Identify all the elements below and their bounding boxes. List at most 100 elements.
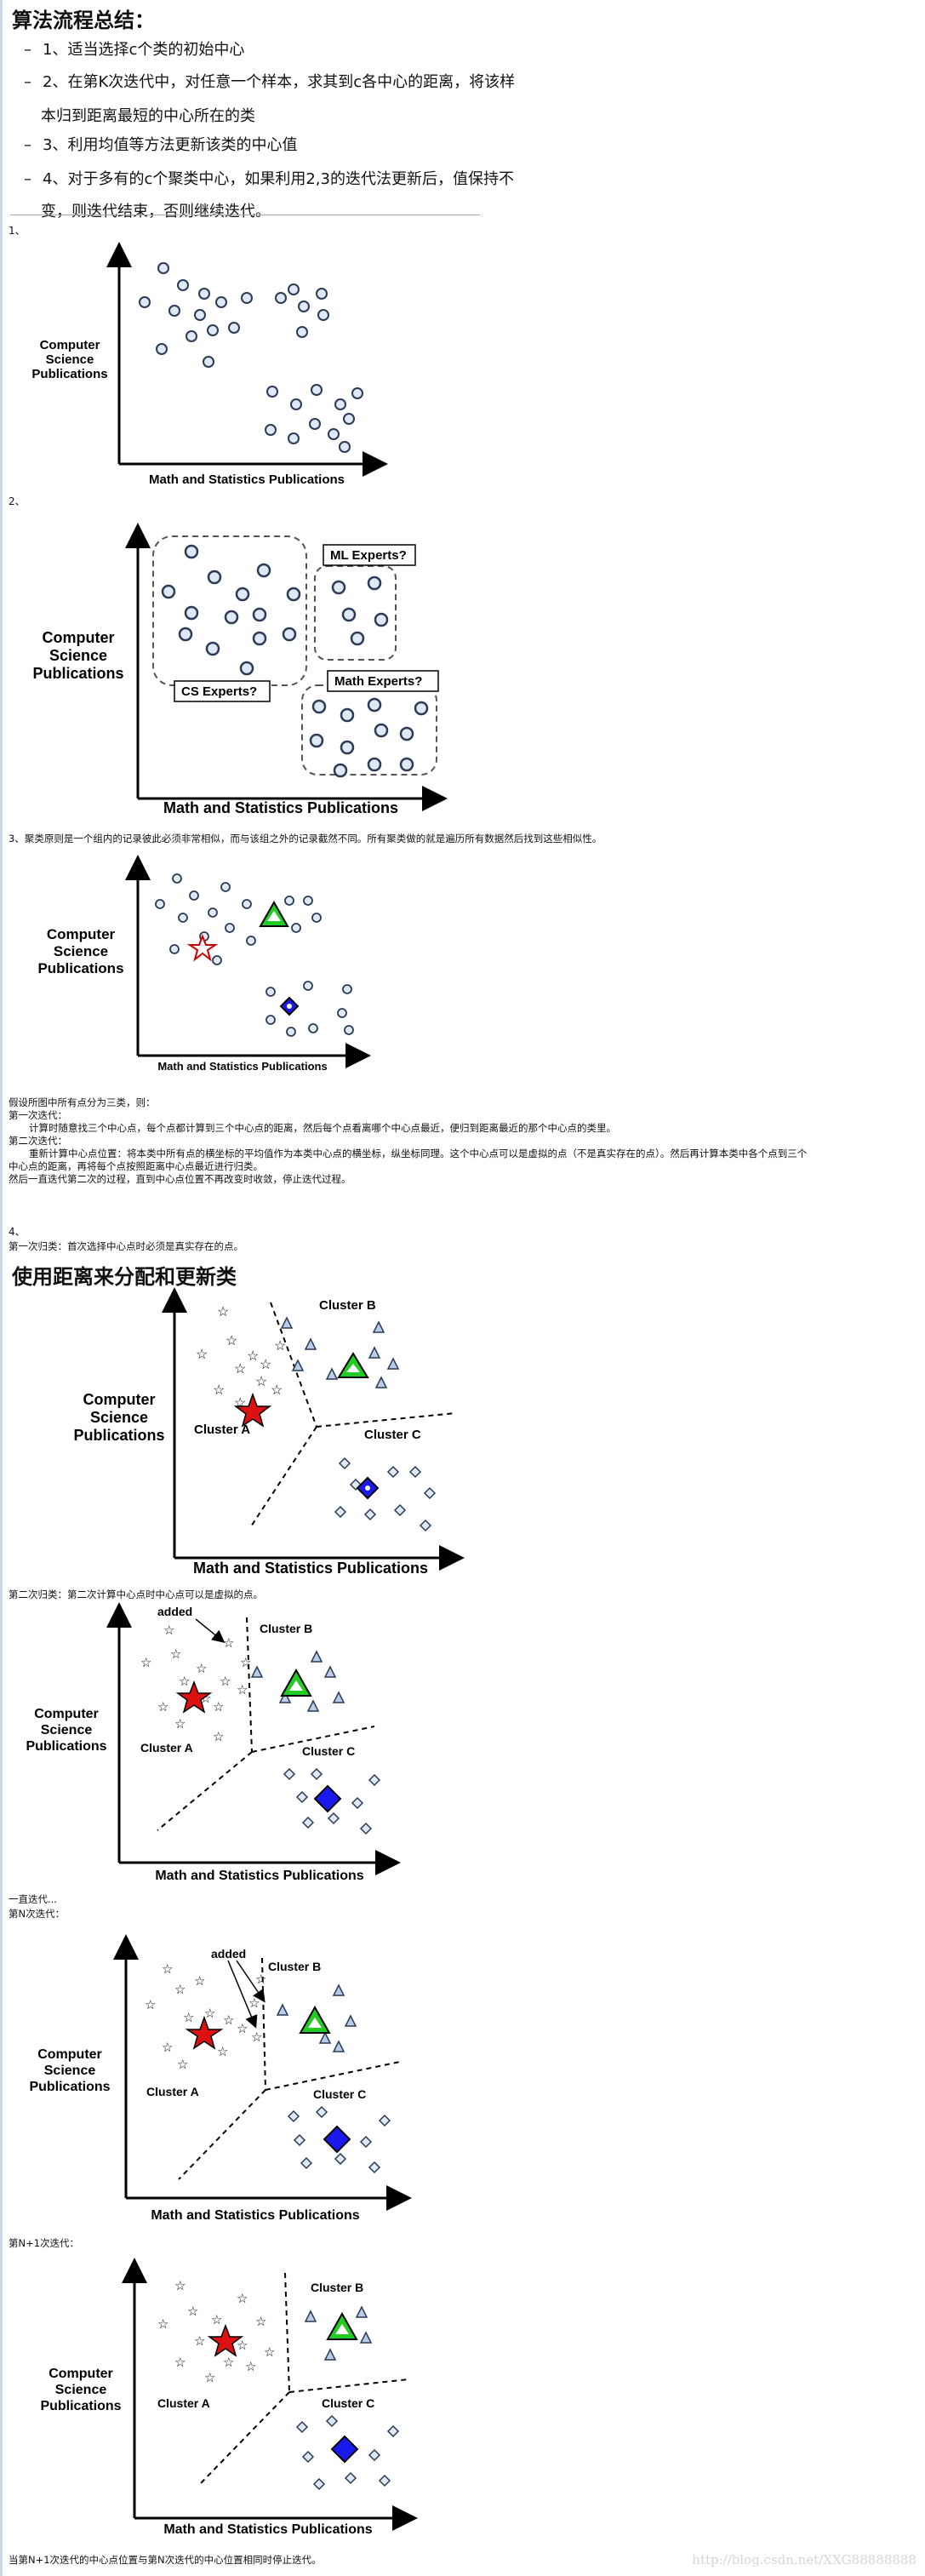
svg-text:Science: Science — [41, 1723, 93, 1737]
svg-text:Math and Statistics Publicatio: Math and Statistics Publications — [193, 1560, 428, 1577]
ml-label: ML Experts? — [330, 548, 407, 563]
svg-text:Cluster C: Cluster C — [364, 1428, 421, 1442]
svg-text:☆: ☆ — [217, 1305, 229, 1319]
step-4: –4、对于多有的c个聚类中心，如果利用2,3的迭代法更新后，值保持不 — [24, 170, 514, 188]
svg-text:☆: ☆ — [213, 1383, 225, 1398]
fig5-caption: 第二次归类：第二次计算中心点时中心点可以是虚拟的点。 — [9, 1589, 263, 1600]
svg-text:☆: ☆ — [174, 2356, 186, 2370]
fig1-number: 1、 — [9, 225, 26, 237]
svg-text:☆: ☆ — [177, 2058, 188, 2072]
svg-text:☆: ☆ — [247, 1349, 259, 1364]
svg-text:☆: ☆ — [162, 1962, 173, 1977]
svg-text:☆: ☆ — [220, 1674, 231, 1689]
summary-title: 算法流程总结： — [12, 9, 155, 32]
svg-text:☆: ☆ — [271, 1383, 283, 1398]
fig6-caption-1: 一直迭代... — [9, 1893, 57, 1905]
figure-3-scatter: Computer Science Publications Math and S… — [37, 855, 371, 1073]
svg-text:☆: ☆ — [140, 1656, 151, 1670]
svg-text:☆: ☆ — [187, 2304, 198, 2319]
ylabel-3: Publications — [32, 665, 123, 682]
svg-text:☆: ☆ — [145, 1998, 156, 2012]
svg-text:☆: ☆ — [179, 1674, 190, 1689]
ylabel-2: Science — [46, 352, 94, 367]
svg-text:☆: ☆ — [237, 2338, 248, 2353]
svg-text:Cluster C: Cluster C — [313, 2087, 366, 2101]
svg-text:☆: ☆ — [183, 2011, 194, 2025]
svg-text:☆: ☆ — [223, 1636, 234, 1651]
svg-text:☆: ☆ — [217, 2045, 228, 2059]
svg-text:Science: Science — [90, 1409, 148, 1426]
fig4-number: 4、 — [9, 1226, 26, 1238]
svg-text:Math and Statistics Publicatio: Math and Statistics Publications — [163, 2522, 372, 2537]
fig3-caption: 3、聚类原则是一个组内的记录彼此必须非常相似，而与该组之外的记录截然不同。所有聚… — [9, 833, 602, 844]
explanation-block: 假设所图中所有点分为三类，则： 第一次迭代： 计算时随意找三个中心点，每个点都计… — [9, 1096, 808, 1185]
svg-text:Cluster B: Cluster B — [268, 1960, 321, 1973]
final-caption: 当第N+1次迭代的中心点位置与第N次迭代的中心位置相同时停止迭代。 — [9, 2554, 322, 2566]
svg-text:☆: ☆ — [204, 2371, 215, 2385]
svg-text:☆: ☆ — [174, 2279, 186, 2293]
fig2-number: 2、 — [9, 495, 26, 507]
figure-5-clusters: Computer Science Publications Math and S… — [26, 1602, 401, 1883]
svg-text:☆: ☆ — [264, 2345, 275, 2360]
svg-text:☆: ☆ — [274, 1339, 286, 1354]
fig7-caption: 第N+1次迭代： — [9, 2237, 80, 2249]
svg-text:Cluster A: Cluster A — [146, 2085, 199, 2098]
svg-text:☆: ☆ — [162, 2041, 173, 2055]
svg-text:added: added — [157, 1605, 192, 1618]
ylabel-1: Computer — [43, 629, 115, 646]
svg-text:Publications: Publications — [37, 960, 123, 976]
svg-text:Science: Science — [44, 2064, 96, 2078]
svg-text:Math and Statistics Publicatio: Math and Statistics Publications — [151, 2208, 359, 2223]
svg-text:☆: ☆ — [196, 1662, 207, 1676]
svg-text:☆: ☆ — [174, 1983, 186, 1997]
svg-text:☆: ☆ — [157, 1700, 168, 1714]
ylabel-1: Computer — [40, 338, 100, 352]
svg-text:☆: ☆ — [234, 1362, 246, 1377]
svg-text:Computer: Computer — [37, 2047, 102, 2062]
svg-text:Publications: Publications — [26, 1739, 106, 1754]
figure-6-clusters: Computer Science Publications Math and S… — [29, 1934, 412, 2223]
svg-text:☆: ☆ — [213, 1700, 224, 1714]
fig4-caption: 第一次归类：首次选择中心点时必须是真实存在的点。 — [9, 1240, 243, 1252]
svg-text:Cluster B: Cluster B — [319, 1298, 376, 1313]
fig6-caption-2: 第N次迭代： — [9, 1908, 66, 1920]
svg-text:☆: ☆ — [251, 2030, 262, 2045]
svg-text:Science: Science — [54, 943, 108, 959]
figure-7-clusters: Computer Science Publications Math and S… — [40, 2258, 418, 2537]
svg-text:☆: ☆ — [211, 2313, 222, 2327]
svg-text:☆: ☆ — [163, 1623, 174, 1638]
svg-text:☆: ☆ — [226, 1334, 237, 1348]
svg-text:added: added — [211, 1947, 246, 1961]
svg-text:☆: ☆ — [213, 1730, 224, 1744]
svg-text:Computer: Computer — [83, 1391, 156, 1408]
svg-text:Cluster C: Cluster C — [302, 1744, 355, 1758]
svg-text:☆: ☆ — [260, 1358, 271, 1372]
fig4-heading: 使用距离来分配和更新类 — [12, 1265, 237, 1289]
ylabel-3: Publications — [31, 367, 107, 381]
step-2-cont: 本归到距离最短的中心所在的类 — [41, 107, 255, 125]
svg-text:☆: ☆ — [245, 2360, 256, 2374]
svg-text:Publications: Publications — [40, 2399, 121, 2413]
points — [139, 262, 363, 453]
left-rule — [0, 0, 3, 2576]
svg-text:☆: ☆ — [223, 2356, 234, 2370]
step-3: –3、利用均值等方法更新该类的中心值 — [24, 136, 298, 154]
figure-1-scatter: Computer Science Publications Math and S… — [31, 242, 388, 487]
svg-text:☆: ☆ — [237, 2022, 248, 2036]
svg-text:Cluster A: Cluster A — [194, 1423, 250, 1437]
svg-text:Cluster A: Cluster A — [157, 2396, 210, 2410]
svg-text:Publications: Publications — [73, 1427, 164, 1444]
svg-text:☆: ☆ — [194, 1974, 205, 1989]
svg-text:Computer: Computer — [49, 2367, 113, 2381]
svg-text:Computer: Computer — [34, 1707, 99, 1721]
ylabel-2: Science — [49, 647, 107, 664]
svg-text:☆: ☆ — [248, 1996, 260, 2011]
svg-text:Math and Statistics Publicatio: Math and Statistics Publications — [157, 1060, 327, 1073]
svg-text:☆: ☆ — [255, 1972, 266, 1987]
svg-text:Cluster B: Cluster B — [311, 2281, 363, 2294]
svg-text:Computer: Computer — [47, 926, 116, 942]
svg-text:☆: ☆ — [237, 1683, 248, 1697]
svg-text:Cluster B: Cluster B — [260, 1622, 312, 1635]
svg-text:Cluster A: Cluster A — [140, 1741, 193, 1755]
svg-text:☆: ☆ — [240, 1656, 251, 1670]
